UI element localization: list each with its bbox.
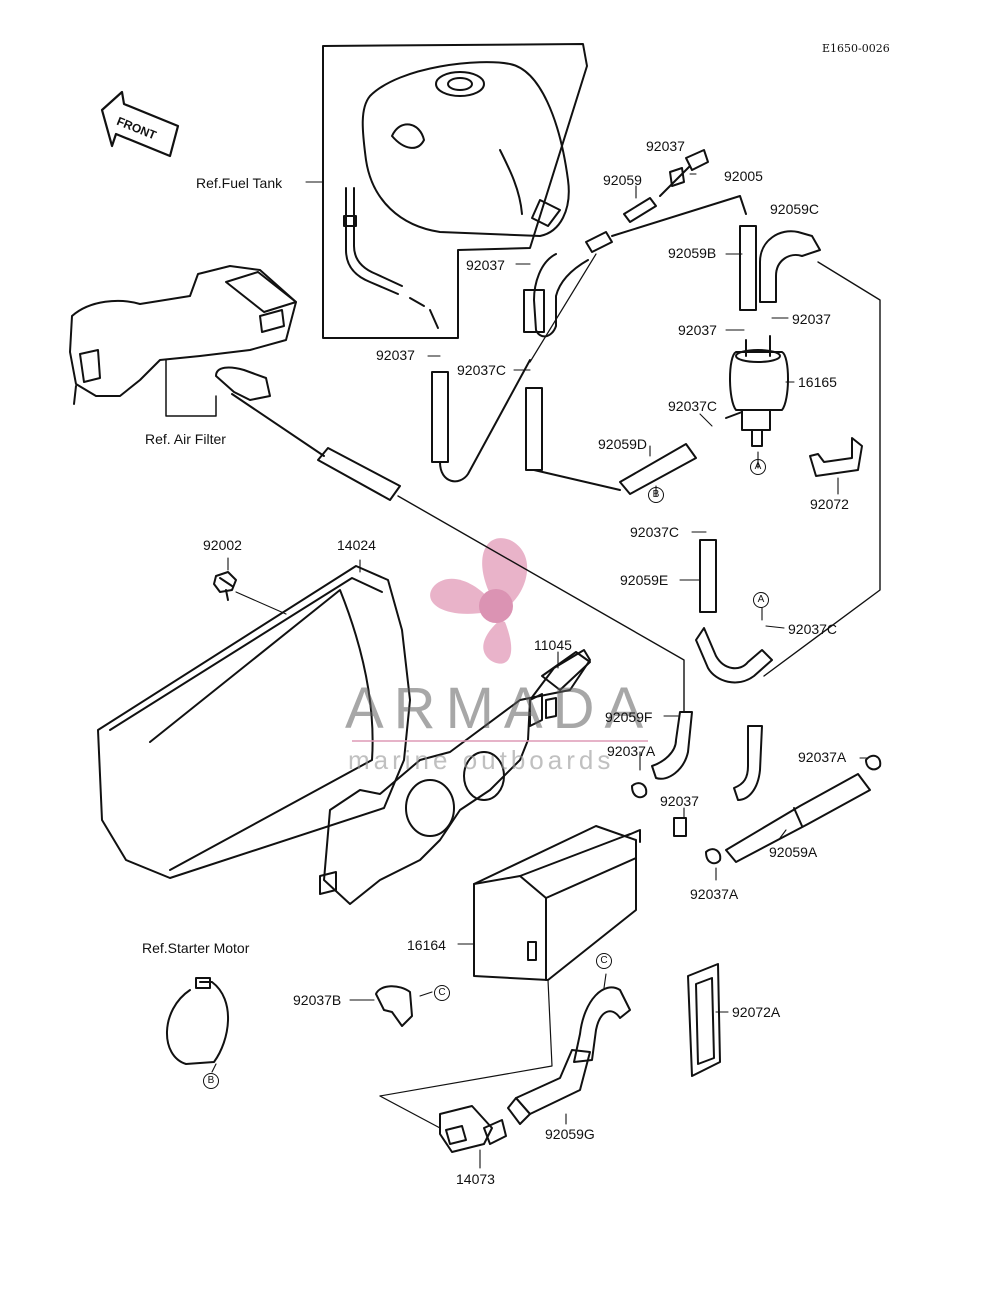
marker-c-clamp: C xyxy=(434,985,450,1001)
part-label-11045: 11045 xyxy=(534,637,572,653)
clip-92037-low-icon xyxy=(673,817,687,837)
fuel-filter-icon xyxy=(725,335,789,447)
part-label-92059: 92059 xyxy=(603,172,642,188)
hose-92059d-icon xyxy=(619,443,697,495)
marker-c-hose: C xyxy=(596,953,612,969)
part-label-92072a: 92072A xyxy=(732,1004,781,1020)
part-label-92059a: 92059A xyxy=(769,844,818,860)
marker-a-filter: A xyxy=(750,459,766,475)
tank-hose-icon xyxy=(343,187,439,329)
part-label-92005: 92005 xyxy=(724,168,763,184)
ref-air-filter-label: Ref. Air Filter xyxy=(145,431,226,447)
joint-14073-icon xyxy=(439,1105,507,1153)
hose-92059c-icon xyxy=(759,230,821,303)
part-label-92037-tank: 92037 xyxy=(466,257,505,273)
ref-fuel-tank-label: Ref.Fuel Tank xyxy=(196,175,283,191)
part-label-92037c-a: 92037C xyxy=(788,621,838,637)
part-label-92037-left: 92037 xyxy=(678,322,717,338)
fuel-tank-icon xyxy=(361,61,570,237)
air-filter-icon xyxy=(69,265,297,405)
part-label-92059g: 92059G xyxy=(545,1126,595,1142)
bracket-frame-icon xyxy=(319,649,591,905)
part-label-92037a-right: 92037A xyxy=(798,749,847,765)
bracket-92072a-icon xyxy=(687,963,721,1077)
canister-icon xyxy=(473,825,641,981)
part-label-92037-top: 92037 xyxy=(646,138,685,154)
diagram-code: E1650-0026 xyxy=(822,42,890,55)
ref-starter-motor-label: Ref.Starter Motor xyxy=(142,940,250,956)
hose-92059g-icon xyxy=(507,986,631,1125)
fuel-tank-reference-box xyxy=(322,43,588,339)
hose-right-down-icon xyxy=(733,725,763,801)
part-label-92072: 92072 xyxy=(810,496,849,512)
part-label-92059b: 92059B xyxy=(668,245,717,261)
canister-cover-icon xyxy=(97,565,411,879)
hose-92059b-icon xyxy=(739,225,757,311)
part-label-92037b: 92037B xyxy=(293,992,342,1008)
part-label-92002: 92002 xyxy=(203,537,242,553)
hose-air-filter-icon xyxy=(231,393,685,713)
part-label-16165: 16165 xyxy=(798,374,837,390)
watermark-tagline: marine outboards xyxy=(348,745,615,775)
part-label-14073: 14073 xyxy=(456,1171,495,1187)
watermark-propeller-icon xyxy=(430,538,528,664)
clamp-92072-icon xyxy=(809,437,863,477)
marker-a-clip: A xyxy=(753,592,769,608)
part-label-92037c-filter: 92037C xyxy=(668,398,718,414)
part-label-16164: 16164 xyxy=(407,937,446,953)
part-label-92059c: 92059C xyxy=(770,201,820,217)
clamp-92037b-icon xyxy=(375,985,413,1027)
marker-b-starter: B xyxy=(203,1073,219,1089)
part-label-92037-right: 92037 xyxy=(792,311,831,327)
hose-upper-icon xyxy=(523,149,747,338)
marker-b-hose: B xyxy=(648,487,664,503)
hose-left-vertical-icon xyxy=(431,359,531,483)
air-filter-elbow-icon xyxy=(215,366,271,401)
part-label-92037a-mid: 92037A xyxy=(607,743,656,759)
hose-92059a-icon xyxy=(725,773,871,863)
watermark-divider xyxy=(352,740,648,742)
part-label-14024: 14024 xyxy=(337,537,376,553)
clip-92037a-right-icon xyxy=(865,754,882,771)
part-label-92037c-e: 92037C xyxy=(630,524,680,540)
front-arrow-icon xyxy=(100,90,180,158)
starter-motor-band-icon xyxy=(166,977,229,1065)
watermark-brand-name: ARMADA xyxy=(345,676,654,741)
part-label-92037-tank-bottom: 92037 xyxy=(376,347,415,363)
hose-92059e-icon xyxy=(695,539,773,684)
clip-92037a-low-icon xyxy=(705,848,722,865)
part-label-92037-low: 92037 xyxy=(660,793,699,809)
part-label-92037c-mid: 92037C xyxy=(457,362,507,378)
part-label-92059e: 92059E xyxy=(620,572,669,588)
clip-92037a-mid-icon xyxy=(631,782,648,799)
bracket-11045-icon xyxy=(541,651,591,719)
part-label-92037a-low: 92037A xyxy=(690,886,739,902)
bolt-92002-icon xyxy=(213,571,237,601)
part-label-92059f: 92059F xyxy=(605,709,653,725)
hose-mid-vertical-icon xyxy=(525,387,621,491)
part-label-92059d: 92059D xyxy=(598,436,648,452)
hose-92059f-icon xyxy=(651,711,693,780)
